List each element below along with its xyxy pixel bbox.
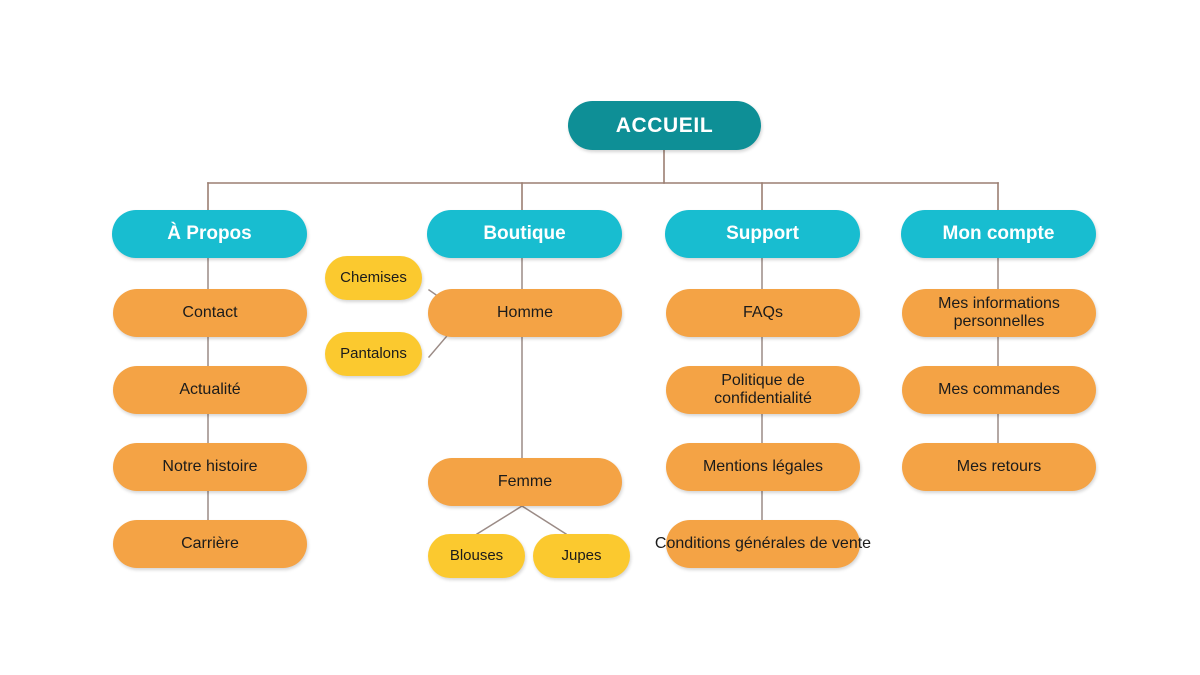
- node-mentions-legales[interactable]: Mentions légales: [666, 443, 860, 491]
- node-mes-retours[interactable]: Mes retours: [902, 443, 1096, 491]
- node-contact[interactable]: Contact: [113, 289, 307, 337]
- node-homme[interactable]: Homme: [428, 289, 622, 337]
- node-jupes[interactable]: Jupes: [533, 534, 630, 578]
- node-femme[interactable]: Femme: [428, 458, 622, 506]
- node-carriere[interactable]: Carrière: [113, 520, 307, 568]
- node-notre-histoire[interactable]: Notre histoire: [113, 443, 307, 491]
- node-conditions-generales-vente[interactable]: Conditions générales de vente: [655, 520, 871, 568]
- node-actualite[interactable]: Actualité: [113, 366, 307, 414]
- node-pantalons[interactable]: Pantalons: [325, 332, 422, 376]
- node-accueil[interactable]: ACCUEIL: [568, 101, 761, 150]
- node-mes-commandes[interactable]: Mes commandes: [902, 366, 1096, 414]
- node-mes-informations-personnelles[interactable]: Mes informations personnelles: [902, 289, 1096, 337]
- node-mon-compte[interactable]: Mon compte: [901, 210, 1096, 258]
- node-politique-confidentialite[interactable]: Politique de confidentialité: [666, 366, 860, 414]
- node-boutique[interactable]: Boutique: [427, 210, 622, 258]
- edge-femme-jupes: [520, 504, 568, 536]
- node-faqs[interactable]: FAQs: [666, 289, 860, 337]
- node-chemises[interactable]: Chemises: [325, 256, 422, 300]
- node-a-propos[interactable]: À Propos: [112, 210, 307, 258]
- node-support[interactable]: Support: [665, 210, 860, 258]
- node-blouses[interactable]: Blouses: [428, 534, 525, 578]
- edge-femme-blouses: [475, 504, 524, 536]
